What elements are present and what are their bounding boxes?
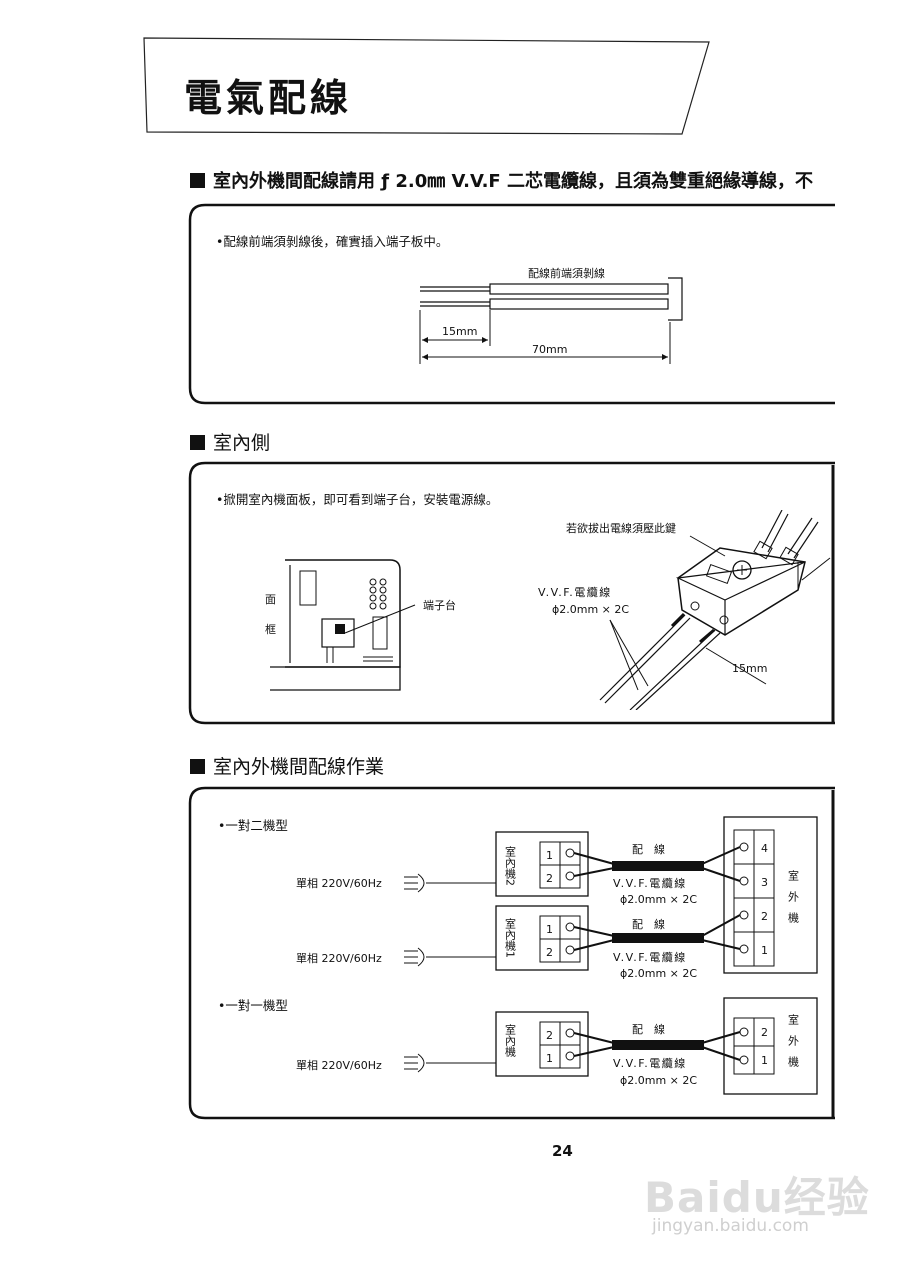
power-label: 單相 220V/60Hz — [296, 952, 382, 965]
press-key-label: 若欲拔出電線須壓此鍵 — [566, 521, 676, 535]
svg-text:1: 1 — [546, 923, 553, 936]
svg-text:1: 1 — [546, 849, 553, 862]
strip-wire-note: •配線前端須剝線後，確實插入端子板中。 — [216, 234, 449, 249]
cable-spec: ϕ2.0mm × 2C — [552, 603, 629, 616]
wiring-label: 配 線 — [632, 1022, 665, 1036]
svg-text:1: 1 — [761, 944, 768, 957]
outdoor-unit-label: 室外機 — [787, 869, 800, 933]
bullet-square-icon — [190, 759, 205, 774]
wire-strip-diagram: 配線前端須剝線 15mm 70mm — [419, 266, 683, 364]
svg-text:2: 2 — [761, 910, 768, 923]
indoor-panel-sketch: 面 框 端子台 — [265, 559, 456, 691]
svg-text:4: 4 — [761, 842, 768, 855]
cable-label: V.V.F.電纜線 — [613, 950, 687, 964]
svg-text:3: 3 — [761, 876, 768, 889]
plug-icon — [404, 1053, 496, 1073]
svg-text:1: 1 — [761, 1054, 768, 1067]
terminal-block-sketch: 若欲拔出電線須壓此鍵 V.V.F.電纜線 ϕ2.0mm × 2C 15mm — [538, 510, 831, 710]
cable-spec: ϕ2.0mm × 2C — [620, 1074, 697, 1087]
svg-text:2: 2 — [761, 1026, 768, 1039]
strip-label: 配線前端須剝線 — [528, 266, 605, 280]
section-heading-wire-spec: 室內外機間配線請用 ƒ 2.0㎜ V.V.F 二芯電纜線，且須為雙重絕緣導線，不 — [190, 167, 813, 193]
indoor-unit-1-label: 室內機1 — [504, 917, 517, 958]
bullet-square-icon — [190, 435, 205, 450]
cable-label: V.V.F.電纜線 — [613, 876, 687, 890]
svg-text:2: 2 — [546, 946, 553, 959]
watermark-url: jingyan.baidu.com — [652, 1216, 809, 1236]
section-heading-text: 室內外機間配線請用 ƒ 2.0㎜ V.V.F 二芯電纜線，且須為雙重絕緣導線，不 — [213, 171, 813, 192]
panel-label-1: 面 — [265, 593, 276, 606]
wiring-label: 配 線 — [632, 917, 665, 931]
wiring-label: 配 線 — [632, 842, 665, 856]
svg-text:2: 2 — [546, 1029, 553, 1042]
panel-label-2: 框 — [265, 623, 276, 636]
type-one-to-two-label: •一對二機型 — [218, 818, 288, 833]
power-label: 單相 220V/60Hz — [296, 1059, 382, 1072]
dim-short-label: 15mm — [442, 325, 477, 338]
type-one-to-one-label: •一對一機型 — [218, 998, 288, 1013]
cable-spec: ϕ2.0mm × 2C — [620, 967, 697, 980]
open-panel-note: •掀開室內機面板，即可看到端子台，安裝電源線。 — [216, 492, 499, 507]
svg-text:1: 1 — [546, 1052, 553, 1065]
page-title: 電氣配線 — [184, 76, 353, 120]
terminal-dim-label: 15mm — [732, 662, 767, 675]
section-heading-indoor-side: 室內側 — [190, 428, 270, 455]
indoor-unit-2-label: 室內機2 — [504, 845, 517, 886]
section-heading-text: 室內側 — [213, 432, 271, 454]
svg-text:2: 2 — [546, 872, 553, 885]
terminal-label: 端子台 — [423, 598, 456, 612]
dim-long-label: 70mm — [532, 343, 567, 356]
cable-label: V.V.F.電纜線 — [538, 585, 612, 599]
watermark-logo: Baidu经验 — [644, 1173, 870, 1222]
bullet-square-icon — [190, 173, 205, 188]
power-label: 單相 220V/60Hz — [296, 877, 382, 890]
plug-icon — [404, 947, 496, 967]
cable-spec: ϕ2.0mm × 2C — [620, 893, 697, 906]
indoor-unit-label: 室內機 — [504, 1023, 517, 1058]
outdoor-unit-label: 室外機 — [787, 1013, 800, 1077]
cable-label: V.V.F.電纜線 — [613, 1056, 687, 1070]
section-heading-text: 室內外機間配線作業 — [213, 756, 385, 778]
title-banner — [143, 37, 710, 135]
section-heading-wiring-work: 室內外機間配線作業 — [190, 752, 384, 779]
plug-icon — [404, 873, 496, 893]
page-number: 24 — [552, 1142, 573, 1160]
